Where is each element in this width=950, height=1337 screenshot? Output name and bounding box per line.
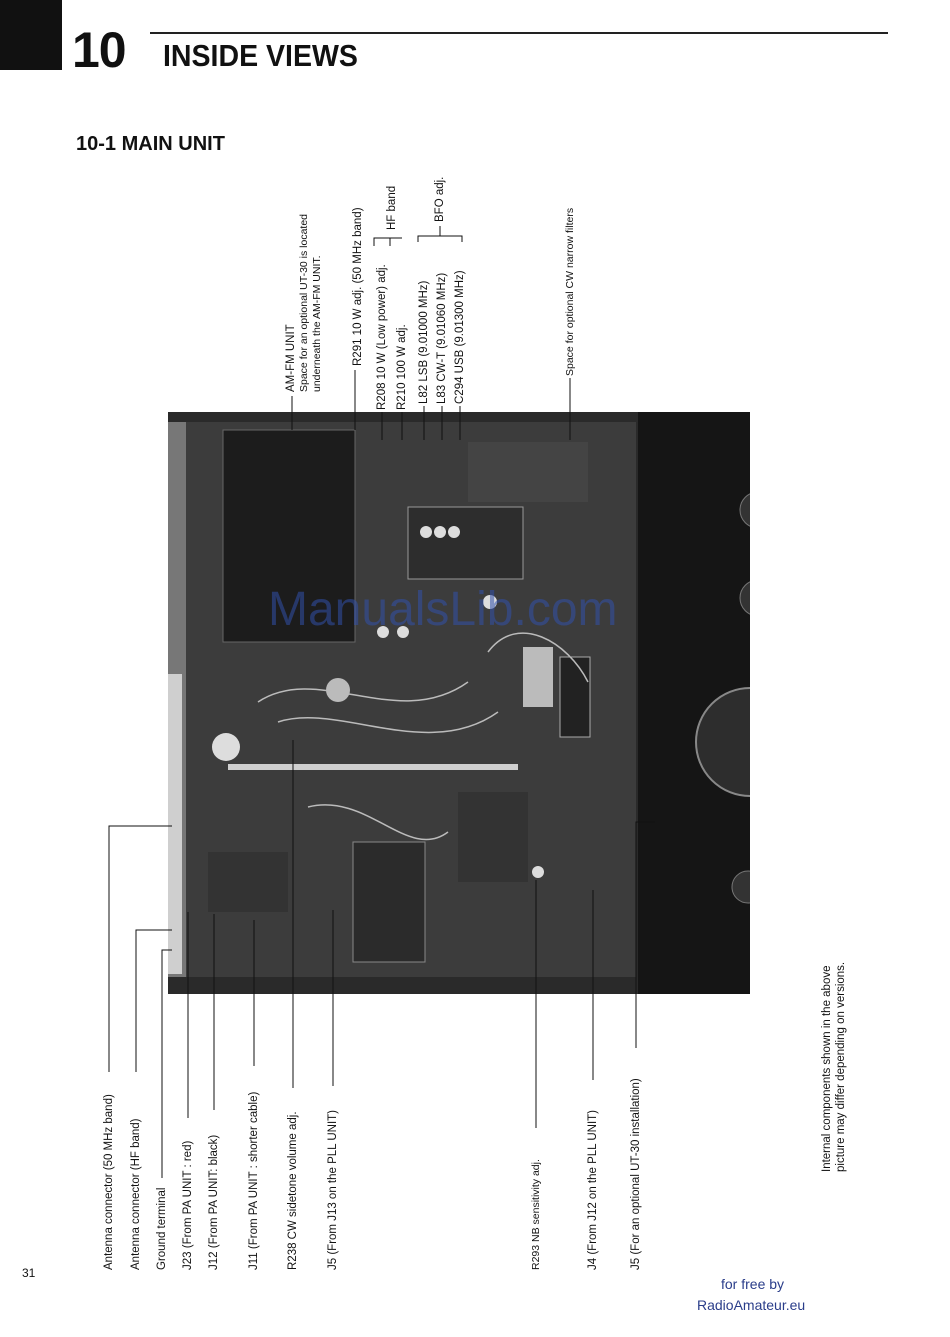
label-c294: C294 USB (9.01300 MHz): [454, 270, 466, 404]
page-number: 31: [22, 1266, 36, 1280]
label-antenna-50mhz: Antenna connector (50 MHz band): [103, 1094, 115, 1270]
label-ut30-space-2: underneath the AM-FM UNIT.: [311, 255, 323, 392]
label-j12: J12 (From PA UNIT: black): [208, 1134, 220, 1270]
label-r210: R210 100 W adj.: [396, 324, 408, 410]
label-r291: R291 10 W adj. (50 MHz band): [352, 207, 364, 366]
label-j5-pll: J5 (From J13 on the PLL UNIT): [327, 1110, 339, 1270]
label-bfo-adj: BFO adj.: [434, 176, 446, 222]
label-j23: J23 (From PA UNIT : red): [182, 1140, 194, 1270]
label-l82: L82 LSB (9.01000 MHz): [418, 280, 430, 404]
label-antenna-hf: Antenna connector (HF band): [130, 1118, 142, 1270]
label-j11: J11 (From PA UNIT : shorter cable): [248, 1091, 260, 1270]
header-rule: [150, 32, 888, 34]
label-hf-band: HF band: [386, 185, 398, 230]
watermark: ManualsLib.com: [268, 583, 618, 636]
note-line-1: Internal components shown in the above: [821, 965, 833, 1173]
label-l83: L83 CW-T (9.01060 MHz): [436, 272, 448, 404]
section-block: [0, 0, 62, 70]
main-unit-photo: [168, 412, 750, 994]
label-r293: R293 NB sensitivity adj.: [530, 1159, 542, 1270]
note-line-2: picture may differ depending on versions…: [835, 961, 847, 1172]
label-cw-filters: Space for optional CW narrow filters: [564, 207, 576, 376]
section-title: INSIDE VIEWS: [163, 38, 358, 73]
subsection-title: 10-1 MAIN UNIT: [76, 133, 225, 155]
label-j5-ut30: J5 (For an optional UT-30 installation): [630, 1078, 642, 1270]
label-am-fm-unit: AM-FM UNIT: [285, 324, 297, 392]
section-number: 10: [72, 22, 127, 78]
footer-line-2: RadioAmateur.eu: [697, 1297, 806, 1313]
label-ground-terminal: Ground terminal: [156, 1187, 168, 1270]
footer-line-1: for free by: [721, 1276, 785, 1292]
label-ut30-space-1: Space for an optional UT-30 is located: [298, 213, 310, 392]
label-j4: J4 (From J12 on the PLL UNIT): [587, 1110, 599, 1270]
label-r238: R238 CW sidetone volume adj.: [287, 1111, 299, 1270]
label-r208: R208 10 W (Low power) adj.: [376, 264, 388, 410]
